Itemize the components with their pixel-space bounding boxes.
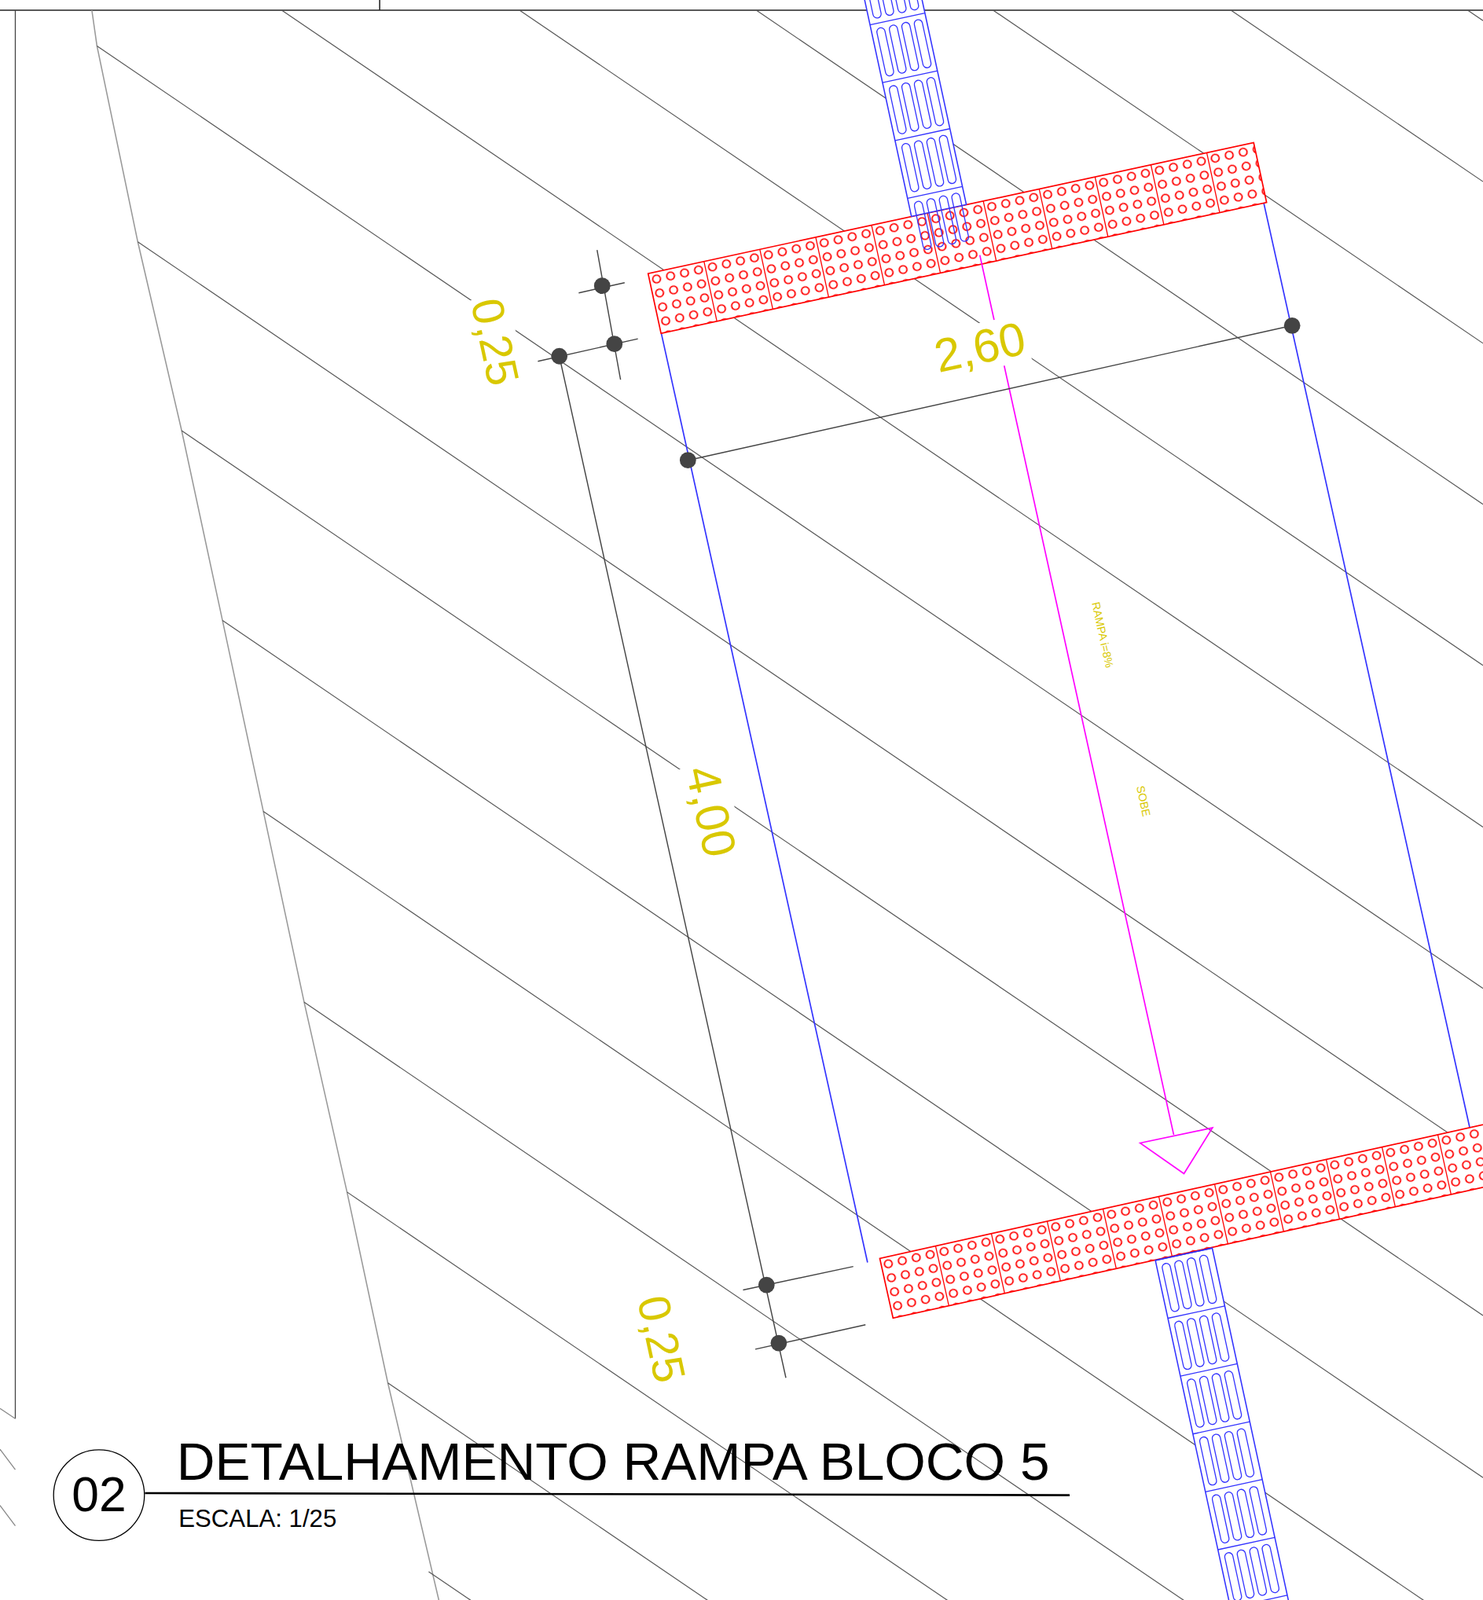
ramp-note: SOBE — [1134, 782, 1153, 820]
dimension-text: 4,00 — [678, 759, 745, 863]
scale-caption: ESCALA: 1/25 — [178, 1506, 337, 1531]
callout-number: 02 — [71, 1470, 126, 1520]
dimension-text: 0,25 — [629, 1289, 693, 1389]
drawing-title: DETALHAMENTO RAMPA BLOCO 5 — [176, 1435, 1050, 1489]
ramp-note: RAMPA i=8% — [1089, 598, 1116, 671]
dimension-text: 2,60 — [928, 314, 1032, 381]
dimension-text: 0,25 — [463, 292, 527, 392]
callout-circle: 02 — [53, 1449, 146, 1542]
